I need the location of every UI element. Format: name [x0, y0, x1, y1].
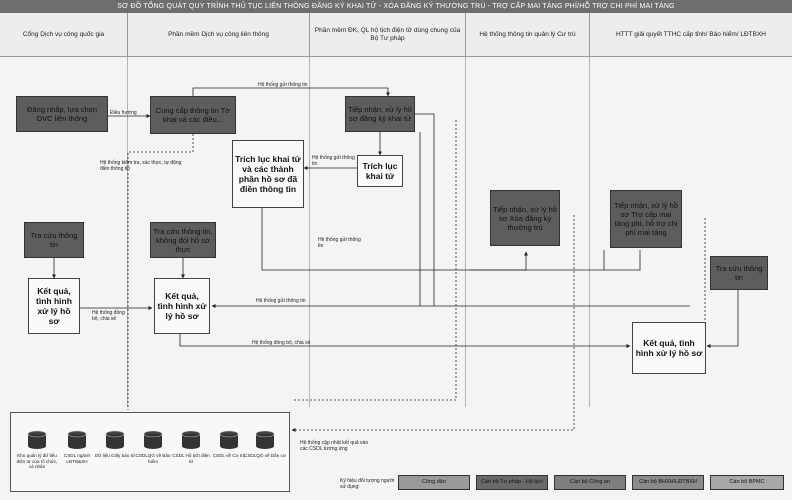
- label-send-info-mid: Hệ thống gửi thông tin: [318, 237, 361, 249]
- legend-item-insurance-officer: Cán bộ BHXH/LĐTBXH: [632, 475, 704, 490]
- label-redirect: Điều hướng: [110, 110, 137, 116]
- legend-item-citizen: Công dân: [398, 475, 470, 490]
- label-update-db: Hệ thống cập nhật kết quả vào các CSDL t…: [300, 440, 369, 452]
- arrow-lookup-right-to-result: [706, 290, 739, 348]
- lookup-right-box[interactable]: Tra cứu thông tin: [710, 256, 768, 290]
- residence-box[interactable]: Tiếp nhận, xử lý hồ sơ Xóa đăng ký thườn…: [490, 190, 560, 246]
- extract-fields-box[interactable]: Trích lục khai tử và các thành phần hồ s…: [232, 140, 304, 208]
- line-to-funeral-2: [604, 250, 641, 271]
- result-mid-box[interactable]: Kết quả, tình hình xử lý hồ sơ: [154, 278, 210, 334]
- db-label: CSDL ngành LĐTB&XH: [63, 453, 91, 464]
- db-item: CSDLQG về Dân cư: [244, 430, 286, 459]
- legend-title: Ký hiệu đối tượng người sử dụng:: [340, 478, 395, 490]
- db-item: CSDL Hộ tịch điện tử: [170, 430, 212, 464]
- login-box[interactable]: Đăng nhập, lựa chọn DVC liên thông: [16, 96, 108, 132]
- legend-item-justice-officer: Cán bộ Tư pháp - Hộ tịch: [476, 475, 548, 490]
- lane-header-provincial-system: HTTT giải quyết TTHC cấp tỉnh/ Bảo hiểm/…: [590, 13, 792, 57]
- extract-box[interactable]: Trích lục khai tử: [357, 155, 403, 187]
- dashed-verify-line: [127, 134, 194, 410]
- lane-header-residence-system: Hệ thống thông tin quản lý Cư trú: [466, 13, 590, 57]
- db-item: CSDL về Cư trú: [208, 430, 250, 459]
- db-item: Dữ liệu Giấy báo tử: [94, 430, 136, 459]
- database-icon: [181, 430, 201, 450]
- db-item: CSDLQG về Bảo hiểm: [132, 430, 174, 464]
- database-icon: [27, 430, 47, 450]
- label-sync-bottom: Hệ thống đồng bộ, chia sẻ: [252, 340, 311, 346]
- db-label: CSDL Hộ tịch điện tử: [172, 453, 210, 464]
- legend-item-police-officer: Cán bộ Công an: [554, 475, 626, 490]
- db-label: CSDLQG về Bảo hiểm: [135, 453, 171, 464]
- lane-header-civil-status-software: Phần mềm ĐK, QL hộ tịch điện tử dùng chu…: [310, 13, 466, 57]
- result-left-box[interactable]: Kết quả, tình hình xử lý hồ sơ: [28, 278, 80, 334]
- legend-item-one-stop-officer: Cán bộ BPMC: [710, 475, 784, 490]
- db-label: Kho quản lý dữ liệu điện tử của tổ chức,…: [16, 453, 58, 469]
- database-icon: [255, 430, 275, 450]
- lane-civil-status-software: [310, 57, 466, 407]
- label-send-info-top: Hệ thống gửi thông tin: [258, 82, 308, 88]
- lane-national-portal: [0, 57, 128, 407]
- database-icon: [219, 430, 239, 450]
- database-icon: [105, 430, 125, 450]
- arrow-to-residence: [261, 208, 528, 271]
- label-check-verify: Hệ thống kiểm tra, xác thực, tự động điề…: [100, 160, 182, 172]
- database-panel: [10, 412, 290, 492]
- db-label: CSDL về Cư trú: [212, 453, 246, 458]
- declare-info-box[interactable]: Cung cấp thông tin Tờ khai và các điều..…: [150, 96, 236, 134]
- db-label: Dữ liệu Giấy báo tử: [94, 453, 136, 458]
- label-send-info-small: Hệ thống gửi thông tin: [312, 155, 355, 167]
- lane-public-service-software: [128, 57, 310, 407]
- funeral-box[interactable]: Tiếp nhận, xử lý hồ sơ Trợ cấp mai táng …: [610, 190, 682, 248]
- database-icon: [143, 430, 163, 450]
- db-label: CSDLQG về Dân cư: [244, 453, 286, 458]
- database-icon: [67, 430, 87, 450]
- receive-civil-box[interactable]: Tiếp nhận, xử lý hồ sơ đăng ký khai tử: [345, 96, 415, 132]
- diagram-title: SƠ ĐỒ TỔNG QUÁT QUY TRÌNH THỦ TỤC LIÊN T…: [0, 0, 792, 13]
- arrow-declare-to-civil: [192, 87, 390, 97]
- line-civil-right: [414, 113, 435, 306]
- db-item: Kho quản lý dữ liệu điện tử của tổ chức,…: [16, 430, 58, 470]
- label-sync-left: Hệ thống đồng bộ, chia sẻ: [92, 310, 125, 322]
- lookup-mid-box[interactable]: Tra cứu thông tin, không đòi hồ sơ thực: [150, 222, 216, 258]
- db-item: CSDL ngành LĐTB&XH: [56, 430, 98, 464]
- result-right-box[interactable]: Kết quả, tình hình xử lý hồ sơ: [632, 322, 706, 374]
- lookup-left-box[interactable]: Tra cứu thông tin: [24, 222, 84, 258]
- dashed-civil-to-db: [292, 120, 457, 401]
- arrow-sync-bottom: [179, 334, 631, 348]
- lane-residence-system: [466, 57, 590, 407]
- label-send-info-result: Hệ thống gửi thông tin: [256, 298, 306, 304]
- lane-header-national-portal: Cổng Dịch vụ công quốc gia: [0, 13, 128, 57]
- line-to-funeral: [470, 250, 605, 271]
- lane-header-public-service-software: Phần mềm Dịch vụ công liên thông: [128, 13, 310, 57]
